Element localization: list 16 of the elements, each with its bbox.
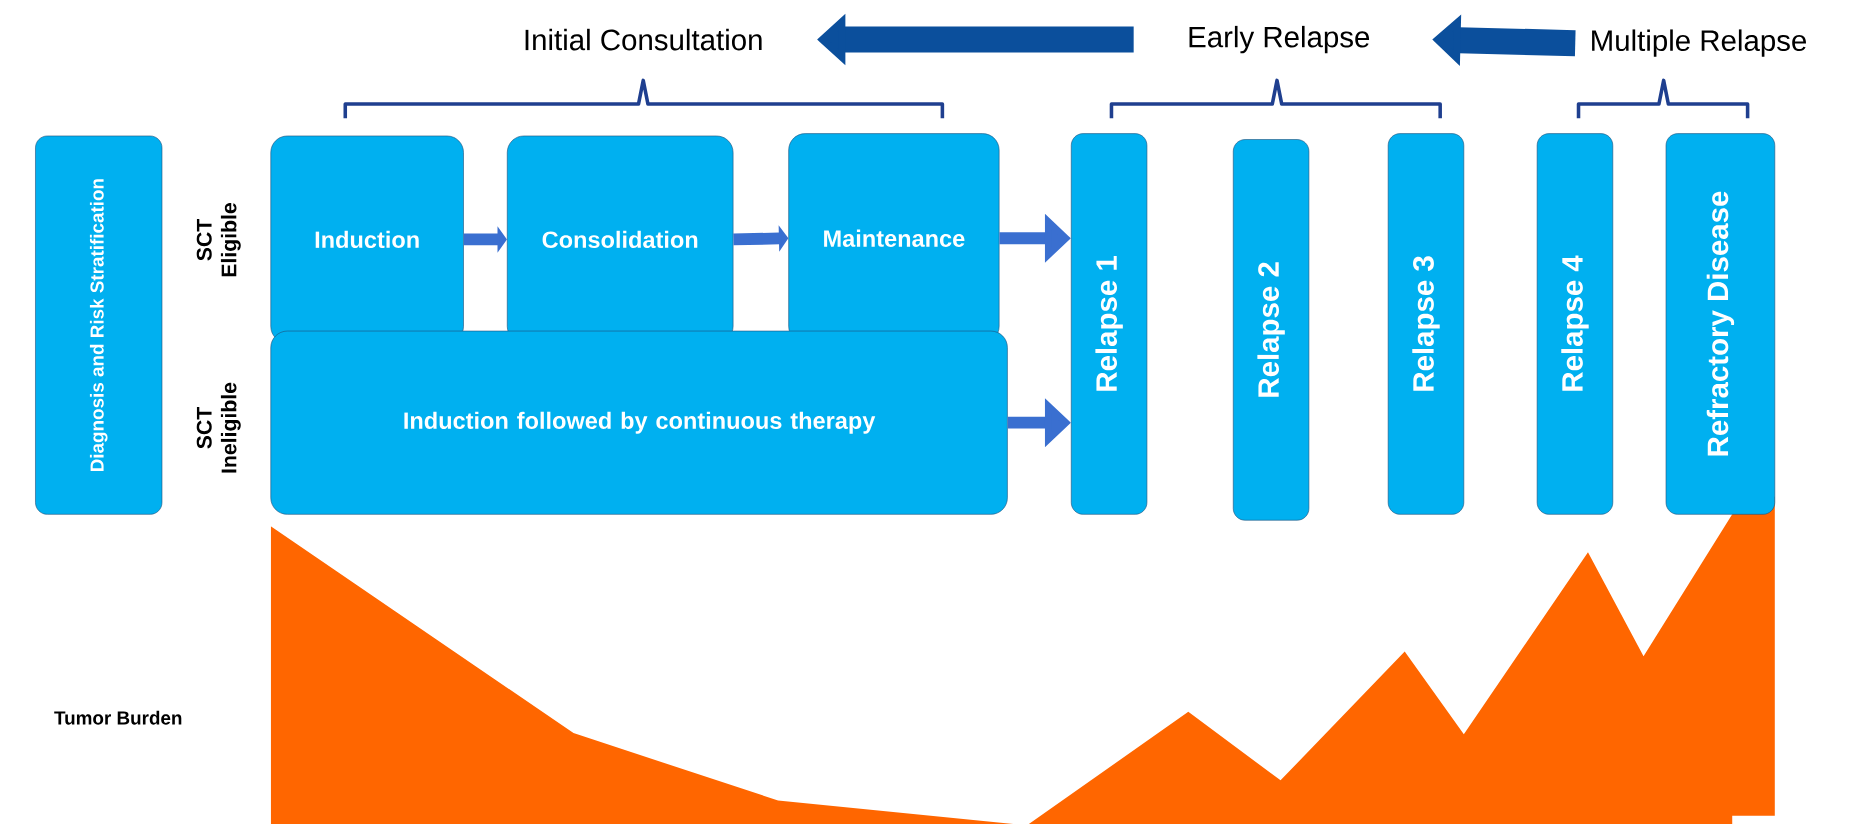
stage-box: Relapse 1 — [1070, 133, 1148, 515]
process-box: Consolidation — [506, 135, 734, 344]
heading: Early Relapse — [1189, 25, 1370, 54]
heading: Multiple Relapse — [1592, 29, 1806, 57]
stage-box: Relapse 3 — [1387, 133, 1465, 515]
stage-box: Relapse 4 — [1536, 133, 1614, 515]
axis-label: Tumor Burden — [54, 710, 182, 725]
stage-box: Refractory Disease — [1665, 133, 1776, 515]
row-label: SCT Ineligible — [196, 382, 241, 473]
process-box: Induction followed by continuous therapy — [270, 330, 1008, 515]
process-box: Maintenance — [788, 133, 1000, 344]
process-box: Induction — [270, 135, 464, 344]
row-label: SCT Eligible — [196, 202, 241, 277]
stage-box: Diagnosis and Risk Stratification — [35, 135, 163, 515]
stage-box: Relapse 2 — [1232, 139, 1310, 521]
heading: Initial Consultation — [525, 28, 762, 51]
